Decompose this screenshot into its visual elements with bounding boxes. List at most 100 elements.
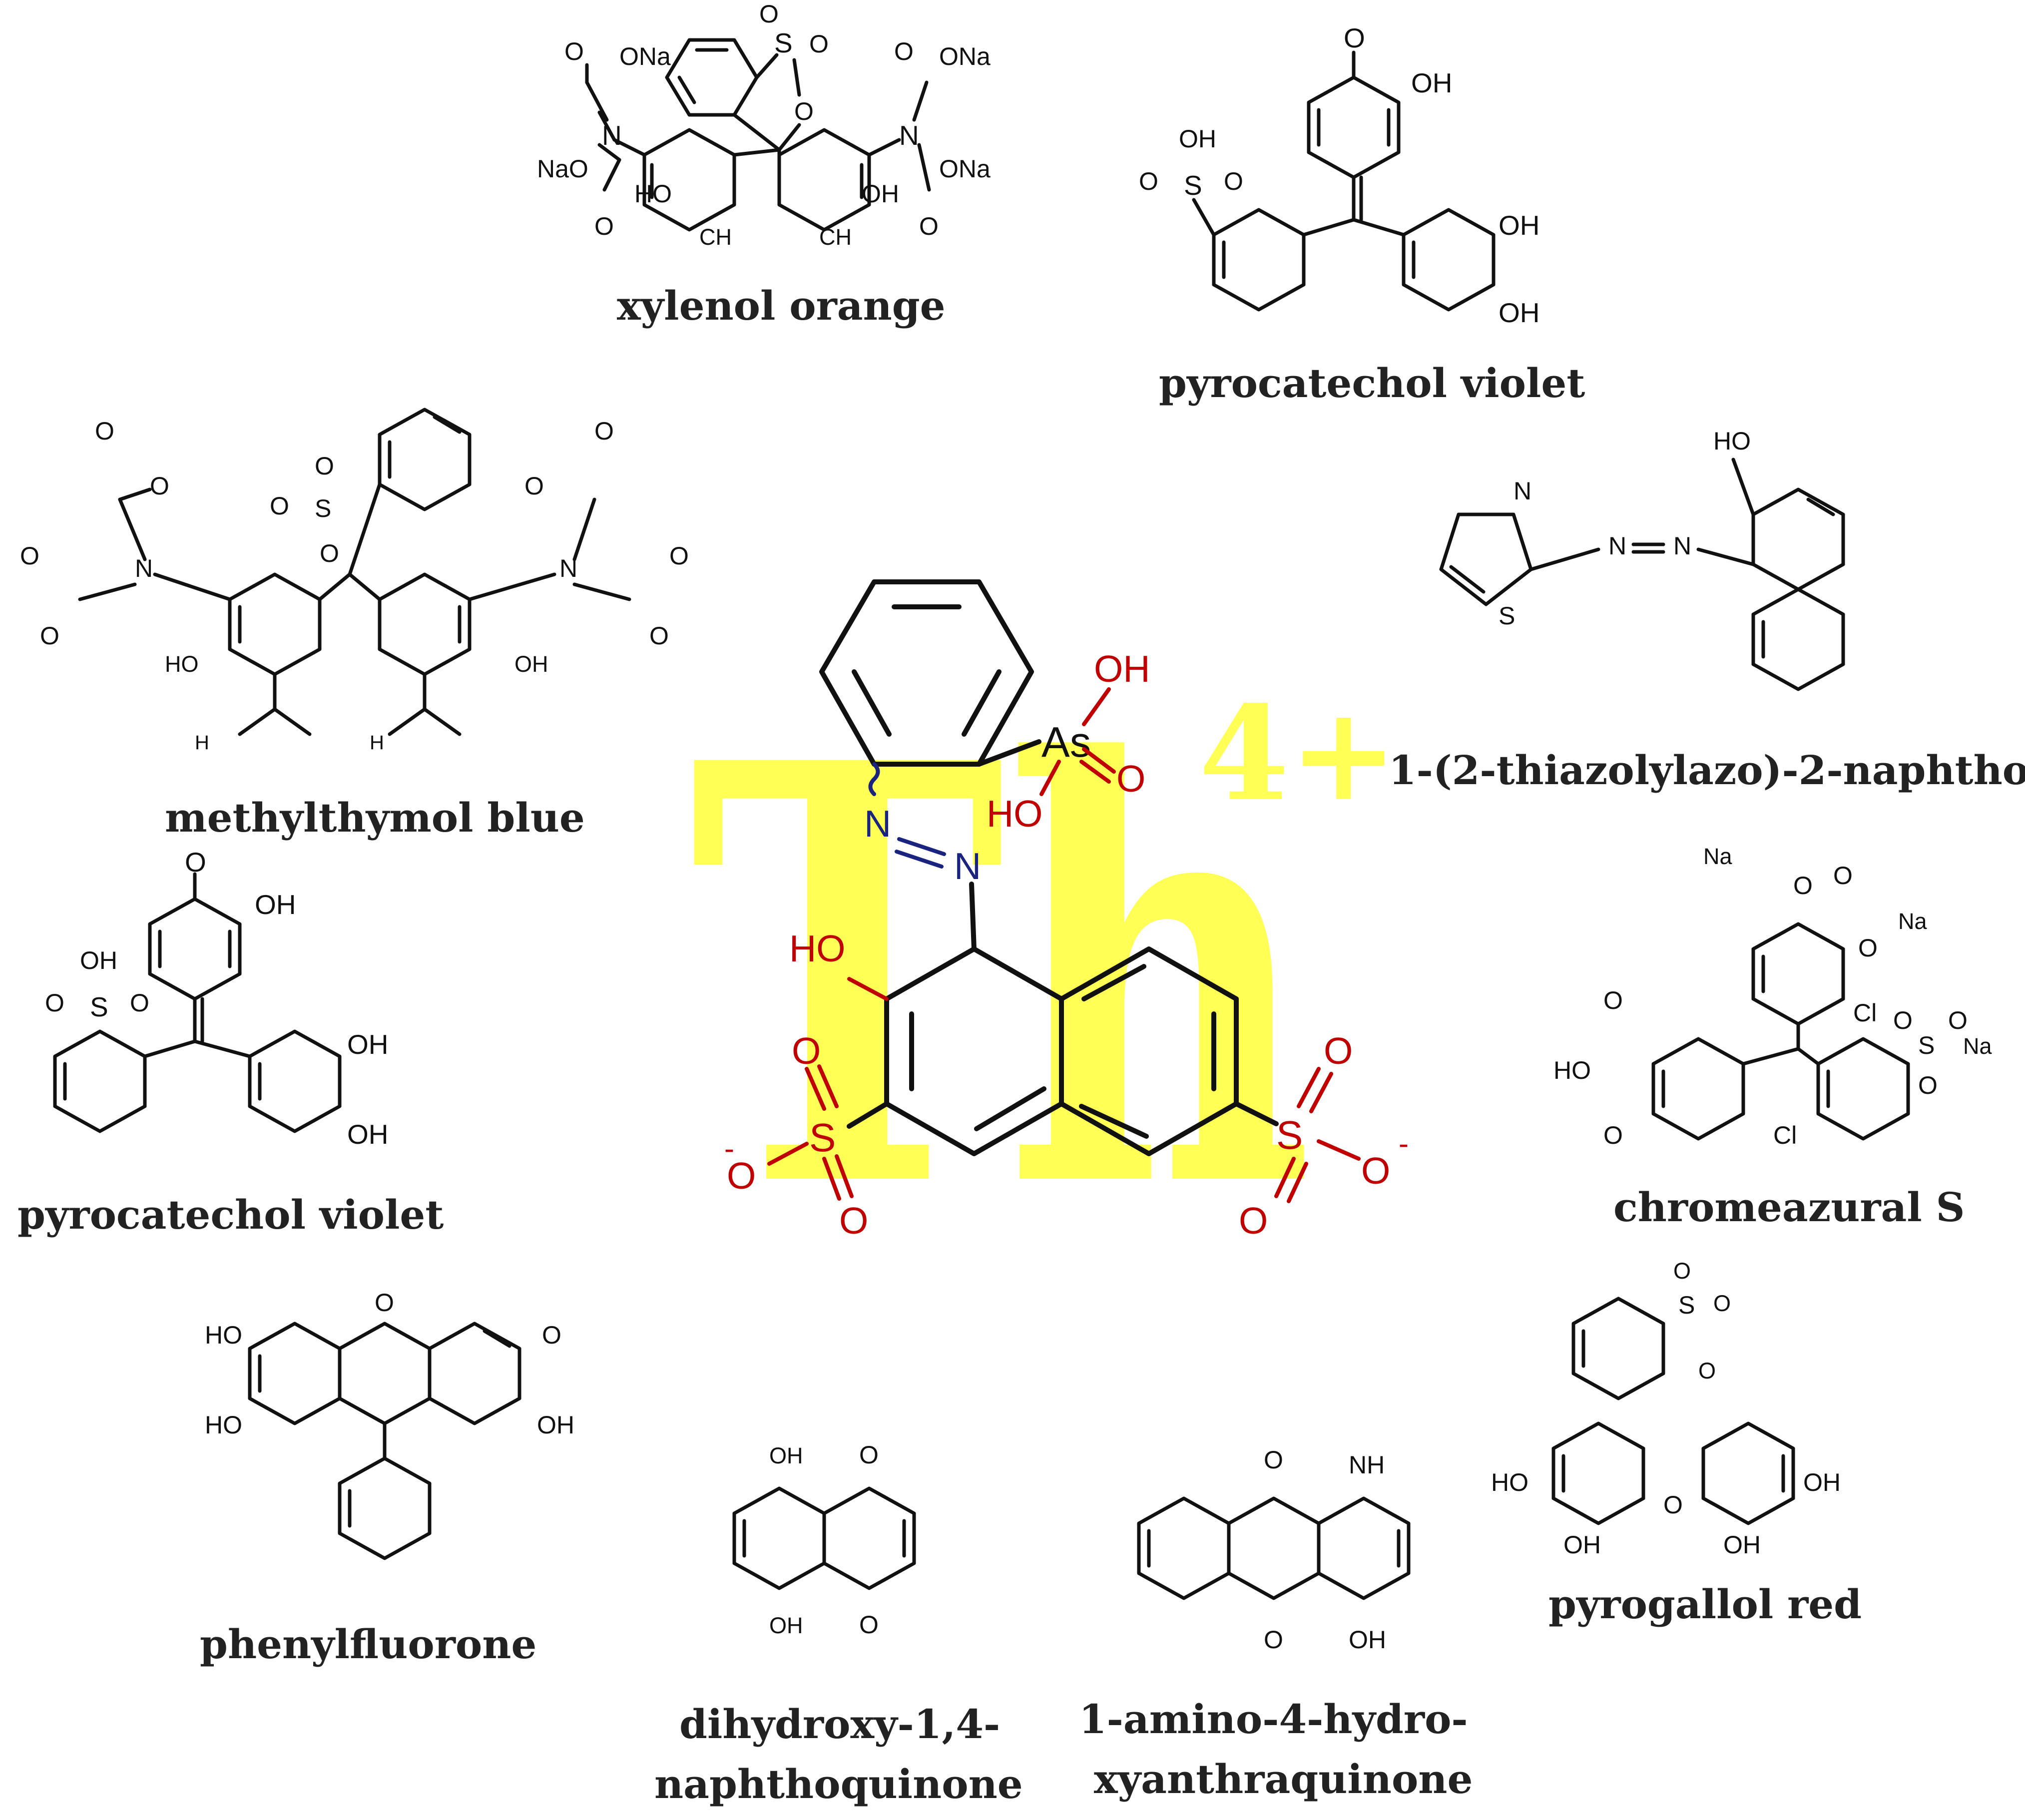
pf-o2: O	[542, 1321, 561, 1349]
oh-label: OH	[1094, 648, 1150, 690]
ion-symbol: Th	[689, 640, 1314, 1315]
pvl-oh2: OH	[347, 1029, 389, 1060]
o-label: O	[1116, 758, 1145, 800]
quinone-o: O	[1344, 22, 1365, 53]
tan-n1: N	[1608, 532, 1626, 560]
ring-o: O	[794, 97, 814, 125]
oh-xo-right: OH	[862, 180, 899, 208]
xylenol-orange: S O O O N ONa O NaO O HO CH N ONa O ONa	[537, 0, 991, 329]
cas-na3: Na	[1963, 1033, 1992, 1059]
azo-n2: N	[954, 845, 981, 887]
aq-o1: O	[1264, 1446, 1283, 1474]
ho-label: HO	[987, 793, 1043, 835]
pvl-o-b: O	[130, 989, 149, 1017]
sulfonyl-o1: O	[759, 0, 779, 28]
label-methylthymol-blue: methylthymol blue	[165, 794, 585, 841]
pvl-oh3: OH	[347, 1119, 389, 1150]
o-minus-right: O	[1361, 1150, 1390, 1192]
oh-mtb: OH	[514, 651, 548, 677]
cas-o4: O	[1603, 986, 1623, 1014]
aq-oh: OH	[1349, 1626, 1386, 1654]
o-pv1-b: O	[1224, 167, 1243, 195]
label-xylenol-orange: xylenol orange	[617, 282, 946, 329]
label-ahaq-2: xyanthraquinone	[1094, 1756, 1473, 1803]
n-right: N	[899, 120, 919, 151]
ion-charge: 4+	[1199, 678, 1398, 830]
minus-left: -	[724, 1132, 734, 1165]
tan-ho: HO	[1713, 427, 1751, 455]
o-2: O	[594, 212, 614, 240]
phenylfluorone: O O HO HO OH phenylfluorone	[200, 1289, 574, 1668]
o-bottom-left: O	[839, 1200, 868, 1242]
pf-o: O	[375, 1289, 394, 1317]
o-mtb4: O	[150, 472, 169, 500]
cas-o3: O	[1858, 934, 1878, 962]
amino-hydroxyanthraquinone: O O NH OH 1-amino-4-hydro- xyanthraquino…	[1079, 1446, 1473, 1803]
cas-na1: Na	[1703, 844, 1732, 869]
cas-o5: O	[1603, 1121, 1623, 1149]
pvl-o-a: O	[45, 989, 64, 1017]
nao-1: NaO	[537, 155, 588, 183]
pr-o3: O	[1698, 1358, 1716, 1383]
minus-right: -	[1399, 1127, 1409, 1160]
dn-oh2: OH	[769, 1613, 803, 1638]
cas-ho: HO	[1553, 1056, 1591, 1084]
label-phenylfluorone: phenylfluorone	[200, 1621, 536, 1668]
cas-o2: O	[1833, 862, 1853, 890]
ona-3: ONa	[939, 155, 991, 183]
label-dhnq-1: dihydroxy-1,4-	[679, 1701, 1000, 1748]
thiazolylazo-naphthol: N S N N HO 1-(2-thiazolylazo)-2-naphthol	[1389, 427, 2025, 794]
o-pv1-a: O	[1139, 167, 1158, 195]
label-tan: 1-(2-thiazolylazo)-2-naphthol	[1389, 747, 2025, 794]
pvl-s: S	[90, 991, 108, 1022]
o-mtb2: O	[270, 492, 289, 520]
o-top-right: O	[1324, 1030, 1353, 1072]
cas-o7: O	[1893, 1006, 1913, 1034]
label-dhnq-2: naphthoquinone	[654, 1761, 1023, 1808]
o-mtb3: O	[320, 539, 339, 567]
pr-s: S	[1678, 1291, 1695, 1319]
o-4: O	[919, 212, 939, 240]
ch3-xo-left: CH	[699, 224, 732, 250]
pyrocatechol-violet-top: O OH S OH O O OH OH pyrocatechol violet	[1139, 22, 1585, 407]
dn-o2: O	[859, 1611, 879, 1639]
pr-oh1: OH	[1563, 1531, 1601, 1559]
pr-o2: O	[1713, 1291, 1731, 1316]
dn-o1: O	[859, 1441, 879, 1469]
oh-pv1-d: OH	[1499, 297, 1540, 328]
o-mtb5: O	[95, 417, 114, 445]
ona-1: ONa	[619, 42, 671, 70]
pr-oh2: OH	[1723, 1531, 1761, 1559]
pyrogallol-red: S O O O O HO OH OH OH pyrogallol red	[1491, 1258, 1862, 1628]
s-pv1: S	[1184, 170, 1202, 201]
sulfonyl-o2: O	[809, 30, 829, 58]
label-ahaq-1: 1-amino-4-hydro-	[1079, 1696, 1468, 1743]
label-pyrocatechol-violet-left: pyrocatechol violet	[17, 1191, 444, 1238]
pr-ho1: HO	[1491, 1468, 1528, 1496]
h3c-mtb-2: H	[370, 732, 384, 754]
label-chromeazurol-s: chromeazural S	[1613, 1184, 1965, 1231]
ho-mtb: HO	[165, 651, 199, 677]
tan-n2: N	[1673, 532, 1691, 560]
thorium-ion: Th 4+	[689, 640, 1398, 1315]
pvl-oh1: OH	[255, 889, 296, 920]
o-1: O	[564, 37, 584, 65]
ho-xo-left: HO	[634, 180, 672, 208]
pvl-oh-s: OH	[80, 946, 117, 974]
methylthymol-blue: S O O O N N O O O O O O O O HO OH H H	[20, 408, 689, 841]
o-mtb7: O	[40, 622, 59, 650]
cas-na2: Na	[1898, 909, 1927, 934]
o-minus-left: O	[727, 1155, 756, 1197]
ring-ho: HO	[789, 927, 846, 969]
pyrocatechol-violet-left: O OH S OH O O OH OH pyrocatechol violet	[17, 847, 444, 1238]
label-pyrocatechol-violet-top: pyrocatechol violet	[1159, 360, 1585, 407]
sulfur-left: S	[809, 1115, 836, 1160]
dihydroxy-naphthoquinone: OH OH O O dihydroxy-1,4- naphthoquinone	[654, 1441, 1023, 1808]
oh-pv1-s: OH	[1179, 125, 1216, 153]
oh-pv1: OH	[1411, 67, 1453, 98]
o-mtb10: O	[669, 542, 689, 570]
cas-o1: O	[1793, 872, 1813, 900]
o-mtb6: O	[20, 542, 39, 570]
ch3-xo-right: CH	[819, 224, 852, 250]
